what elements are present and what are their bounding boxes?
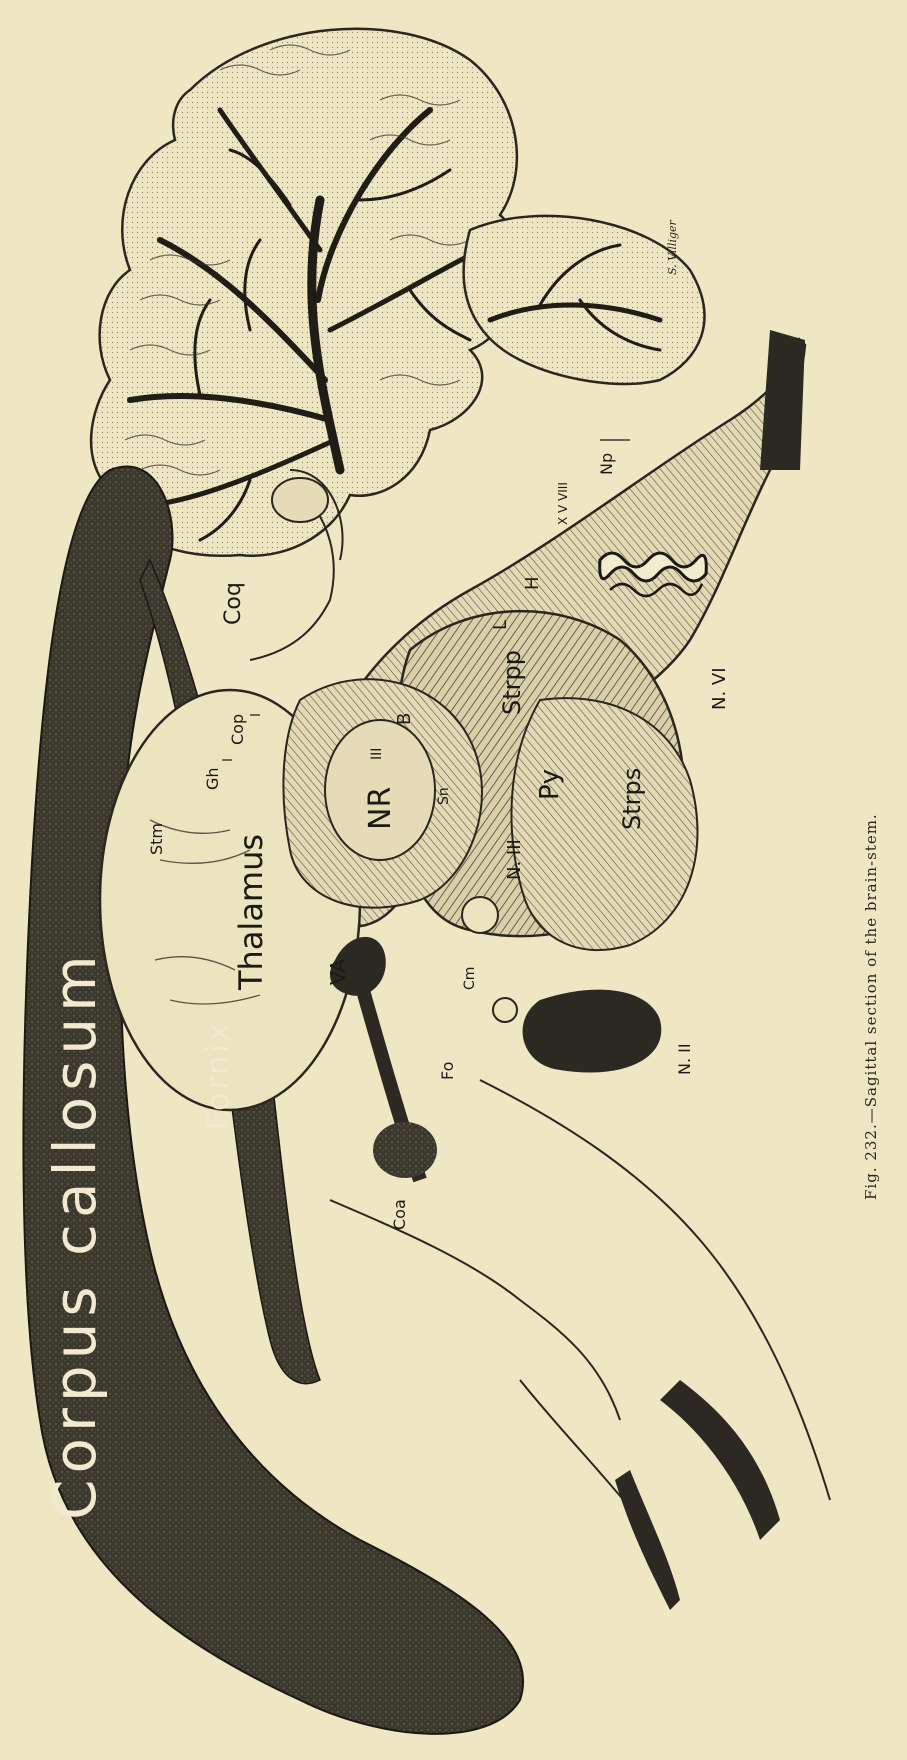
label-sn: Sn [436, 787, 452, 805]
label-va: VA [326, 959, 350, 985]
figure-caption: Fig. 232.—Sagittal section of the brain-… [862, 813, 880, 1200]
cerebellum [91, 29, 704, 556]
colliculus [272, 478, 328, 522]
label-h: H [522, 576, 543, 590]
label-fornix: Fornix [201, 1021, 236, 1130]
label-cop: Cop [228, 714, 247, 745]
label-strpp: Strpp [498, 650, 526, 715]
label-np: Np [597, 453, 616, 475]
label-coa: Coa [390, 1199, 409, 1230]
label-n-vi: N. VI [709, 667, 730, 710]
label-thalamus: Thalamus [232, 834, 270, 991]
label-b: B [394, 713, 415, 725]
label-cm: Cm [462, 967, 478, 990]
label-l: L [490, 620, 511, 630]
artist-signature: S. Villiger [666, 219, 679, 275]
mammillary-body [462, 897, 498, 933]
label-coq: Coq [221, 582, 246, 625]
label-n-iii: N. III [504, 839, 525, 880]
label-nr: NR [363, 787, 398, 830]
label-x-v-viii: X V VIII [556, 482, 570, 525]
label-iii: III [369, 748, 385, 760]
label-fo: Fo [438, 1062, 457, 1080]
label-n-ii: N. II [675, 1043, 694, 1075]
label-py: Py [535, 769, 565, 800]
optic-nerve [523, 990, 662, 1073]
label-stm: Stm [147, 823, 166, 855]
label-gh: Gh [203, 767, 222, 790]
label-corpus-callosum: Corpus callosum [41, 949, 109, 1520]
label-strps: Strps [618, 768, 646, 830]
anterior-commissure [373, 1122, 437, 1178]
